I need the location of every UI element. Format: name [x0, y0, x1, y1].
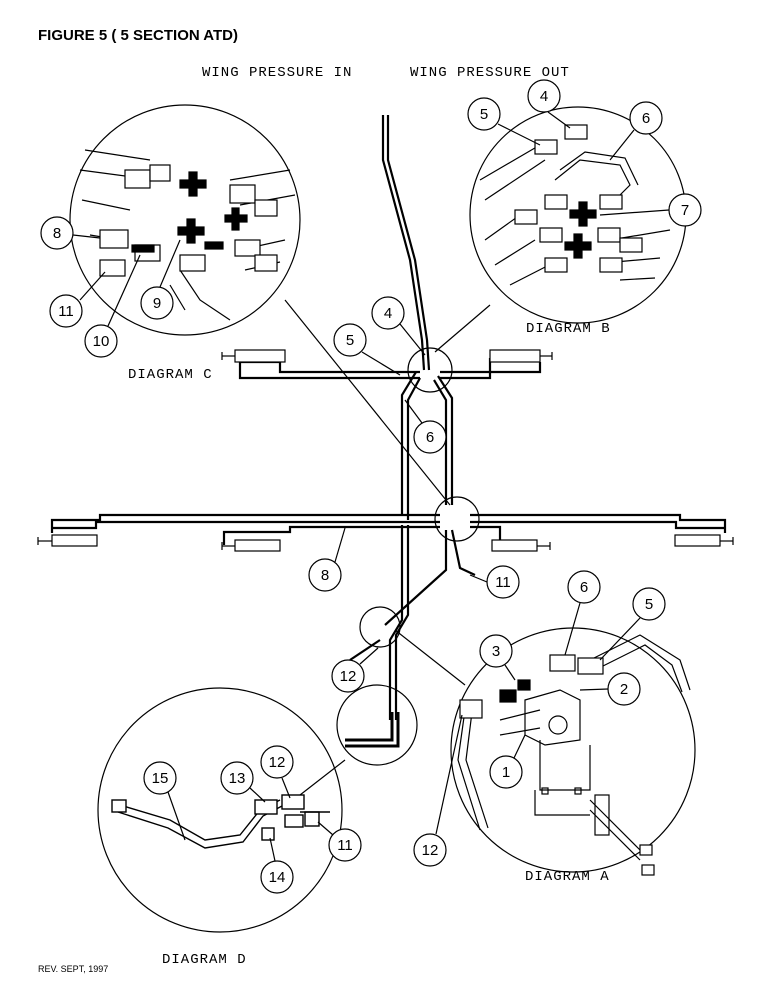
callout-c-9: 9 — [153, 295, 161, 312]
leader-diagram-b — [434, 304, 491, 353]
leader-diagram-d — [299, 759, 346, 796]
lower-right-inner-cylinder — [491, 539, 551, 552]
callout-b-7: 7 — [681, 202, 689, 219]
callouts: 4 5 6 8 11 12 4 5 6 7 — [40, 79, 702, 894]
label-wing-pressure-in: WING PRESSURE IN — [202, 65, 352, 81]
diagram-d-small-circle — [336, 684, 418, 766]
diagram-c-fittings — [79, 149, 296, 321]
leader-diagram-c — [284, 299, 451, 506]
callout-d-13: 13 — [229, 770, 246, 787]
diagram-d-circle — [97, 687, 343, 933]
callout-d-12: 12 — [269, 754, 286, 771]
figure-title: FIGURE 5 ( 5 SECTION ATD) — [38, 27, 239, 44]
lower-left-outer-cylinder — [37, 534, 98, 547]
lower-wing-hoses — [50, 513, 727, 545]
label-diagram-c: DIAGRAM C — [128, 367, 213, 383]
upper-right-cylinder — [489, 349, 553, 363]
callout-d-11: 11 — [337, 837, 353, 854]
diagram-d-parts — [111, 794, 330, 849]
diagram-c-circle — [69, 104, 301, 336]
callout-d-14: 14 — [269, 869, 286, 886]
callout-c-11: 11 — [58, 303, 74, 320]
callout-a-2: 2 — [620, 681, 628, 698]
label-diagram-a: DIAGRAM A — [525, 869, 610, 885]
callout-b-6: 6 — [642, 110, 650, 127]
diagram-a-parts — [457, 634, 691, 876]
junction-c-circle — [434, 496, 480, 542]
callout-main-5: 5 — [346, 332, 354, 349]
upper-left-cylinder — [221, 349, 286, 363]
label-diagram-b: DIAGRAM B — [526, 321, 611, 337]
main-supply-hoses — [381, 115, 431, 371]
callout-b-5: 5 — [480, 106, 488, 123]
junction-b-circle — [407, 347, 453, 393]
callout-a-3: 3 — [492, 643, 500, 660]
return-hoses — [349, 525, 476, 720]
callout-a-1: 1 — [502, 764, 510, 781]
callout-a-6: 6 — [580, 579, 588, 596]
callout-d-15: 15 — [152, 770, 169, 787]
diagram-b-fittings — [479, 124, 671, 286]
lower-left-inner-cylinder — [221, 539, 281, 552]
callout-main-4: 4 — [384, 305, 392, 322]
callout-main-6: 6 — [426, 429, 434, 446]
callout-main-12: 12 — [340, 668, 357, 685]
leader-diagram-a — [394, 629, 466, 686]
callout-a-5: 5 — [645, 596, 653, 613]
label-wing-pressure-out: WING PRESSURE OUT — [410, 65, 570, 81]
callout-main-8: 8 — [321, 567, 329, 584]
callout-b-4: 4 — [540, 88, 548, 105]
down-hoses — [400, 371, 454, 520]
lower-right-outer-cylinder — [674, 534, 734, 547]
label-diagram-d: DIAGRAM D — [162, 952, 247, 968]
callout-c-10: 10 — [93, 333, 110, 350]
revision-note: REV. SEPT, 1997 — [38, 964, 109, 974]
callout-a-12: 12 — [422, 842, 439, 859]
callout-c-8: 8 — [53, 225, 61, 242]
callout-main-11: 11 — [495, 574, 511, 591]
